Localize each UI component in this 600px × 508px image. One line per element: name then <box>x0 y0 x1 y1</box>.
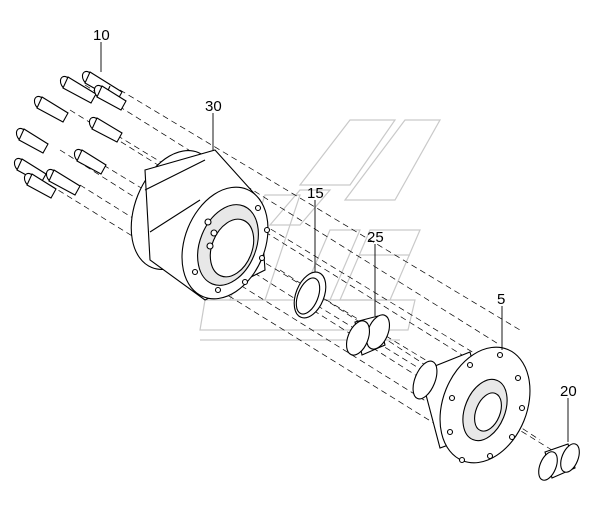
bearing-ring <box>345 314 391 356</box>
bolt <box>59 75 97 104</box>
bolt <box>15 127 49 154</box>
callout-30: 30 <box>205 98 222 115</box>
bolt <box>93 84 127 111</box>
wheel-hub <box>412 346 531 464</box>
seal-ring <box>293 271 327 319</box>
bolt <box>45 168 81 196</box>
brake-drum <box>130 149 271 301</box>
callout-10: 10 <box>93 27 110 44</box>
callout-15: 15 <box>307 185 324 202</box>
bolt <box>88 116 123 143</box>
bolts <box>13 70 127 199</box>
callout-5: 5 <box>497 291 505 308</box>
callout-leaders <box>100 42 569 442</box>
bolt <box>73 148 107 175</box>
bolt <box>33 95 69 123</box>
bolt <box>23 172 57 199</box>
callout-labels: 10 30 15 25 5 20 <box>93 27 577 400</box>
callout-20: 20 <box>560 383 577 400</box>
cap <box>538 443 580 481</box>
callout-25: 25 <box>367 229 384 246</box>
